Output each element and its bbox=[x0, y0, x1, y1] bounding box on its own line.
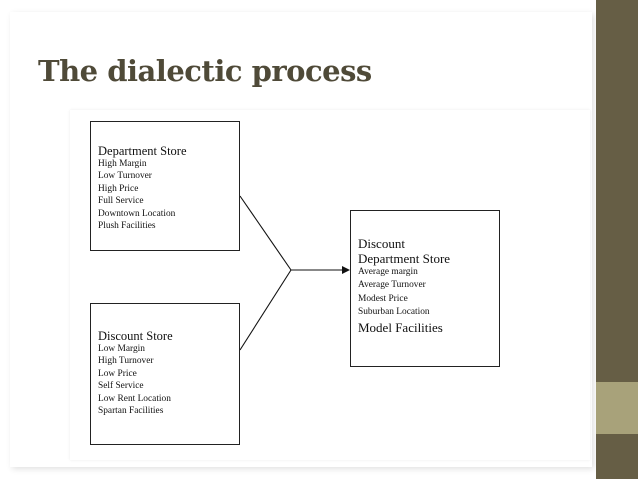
list-item: Low Turnover bbox=[98, 171, 152, 182]
department-store-attributes: High Margin Low Turnover High Price Full… bbox=[98, 158, 239, 232]
discount-store-box: Discount Store Low Margin High Turnover … bbox=[90, 303, 240, 445]
list-item: Spartan Facilities bbox=[98, 406, 164, 417]
synthesis-last-line: Model Facilities bbox=[358, 319, 443, 335]
list-item: Suburban Location bbox=[358, 307, 430, 318]
list-item: Modest Price bbox=[358, 293, 408, 304]
synthesis-attributes: Average margin Average Turnover Modest P… bbox=[358, 266, 499, 320]
list-item: Low Price bbox=[98, 368, 137, 379]
discount-store-heading: Discount Store bbox=[98, 329, 173, 343]
list-item: Full Service bbox=[98, 196, 144, 207]
department-store-box: Department Store High Margin Low Turnove… bbox=[90, 121, 240, 251]
discount-store-attributes: Low Margin High Turnover Low Price Self … bbox=[98, 343, 239, 417]
list-item: Downtown Location bbox=[98, 208, 176, 219]
department-store-heading: Department Store bbox=[98, 144, 187, 158]
list-item: Plush Facilities bbox=[98, 221, 156, 232]
connector-from-department-store bbox=[239, 195, 292, 271]
decorative-sidebar-accent bbox=[596, 382, 638, 434]
connector-lines bbox=[239, 195, 350, 351]
list-item: High Margin bbox=[98, 159, 147, 169]
slide-title: The dialectic process bbox=[38, 54, 372, 88]
list-item: Average margin bbox=[358, 267, 418, 277]
list-item: Low Rent Location bbox=[98, 393, 171, 404]
dialectic-diagram: Department Store High Margin Low Turnove… bbox=[70, 110, 590, 460]
list-item: Self Service bbox=[98, 381, 144, 392]
discount-department-store-box: Discount Department Store Average margin… bbox=[350, 210, 500, 367]
list-item: High Price bbox=[98, 183, 139, 194]
list-item: High Turnover bbox=[98, 356, 154, 367]
synthesis-heading-line2: Department Store bbox=[358, 250, 451, 266]
synthesis-heading-line1: Discount bbox=[358, 236, 405, 251]
list-item: Low Margin bbox=[98, 344, 145, 354]
list-item: Average Turnover bbox=[358, 280, 426, 291]
connector-from-discount-store bbox=[239, 269, 292, 351]
